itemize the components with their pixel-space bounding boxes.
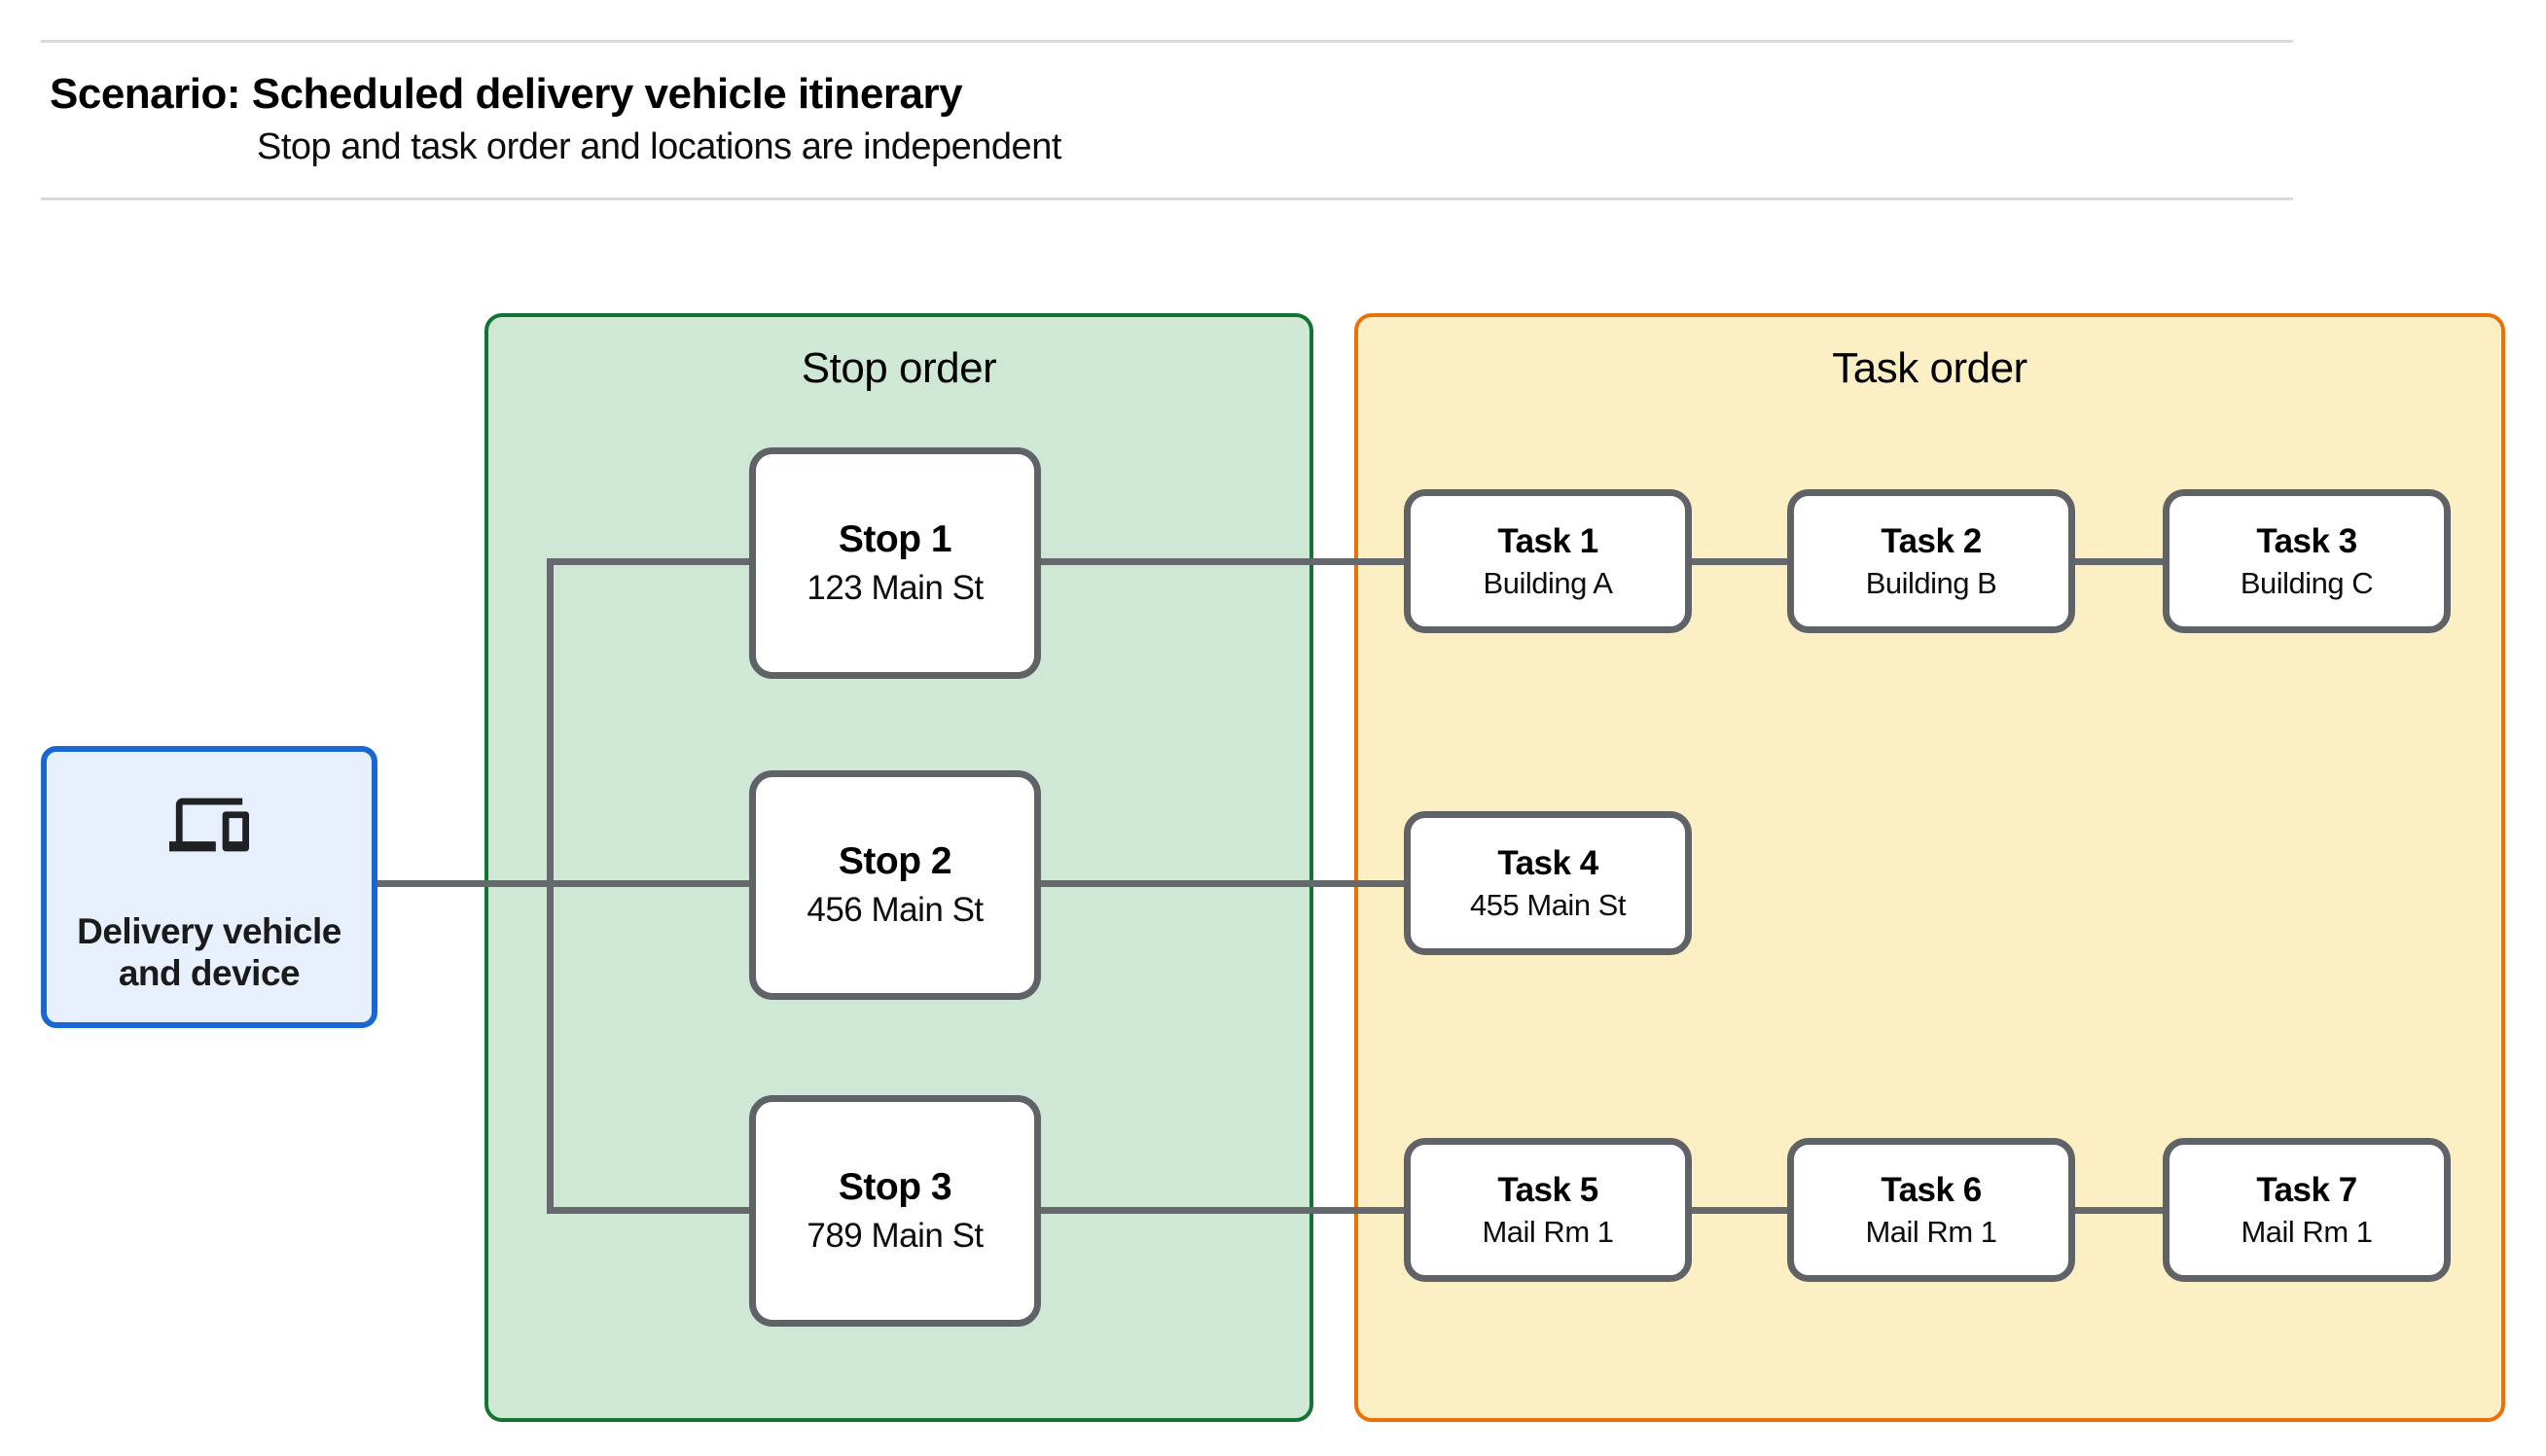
stop-node-3: Stop 3 789 Main St [749, 1095, 1041, 1327]
task-location: Mail Rm 1 [1482, 1214, 1614, 1249]
task-node-3: Task 3 Building C [2163, 489, 2451, 633]
task-node-4: Task 4 455 Main St [1404, 811, 1692, 955]
page-title: Scenario: Scheduled delivery vehicle iti… [50, 70, 963, 118]
connector-task6-to-task7 [2075, 1207, 2163, 1214]
stop-location: 456 Main St [807, 891, 984, 929]
connector-stop3-to-task5 [1041, 1207, 1404, 1214]
vehicle-node: Delivery vehicle and device [41, 746, 377, 1028]
stop-title: Stop 3 [838, 1166, 952, 1208]
connector-task5-to-task6 [1692, 1207, 1787, 1214]
stop-location: 123 Main St [807, 569, 984, 607]
connector-trunk-to-stop3 [550, 1207, 749, 1214]
task-location: Building B [1865, 565, 1997, 600]
task-node-2: Task 2 Building B [1787, 489, 2075, 633]
task-title: Task 7 [2256, 1170, 2357, 1209]
page-subtitle: Stop and task order and locations are in… [257, 126, 1061, 167]
task-title: Task 6 [1881, 1170, 1982, 1209]
connector-task1-to-task2 [1692, 558, 1787, 565]
task-node-1: Task 1 Building A [1404, 489, 1692, 633]
connector-trunk-vertical [547, 558, 554, 1214]
devices-icon [169, 798, 249, 852]
task-order-panel-title: Task order [1832, 344, 2027, 392]
task-location: Mail Rm 1 [1865, 1214, 1997, 1249]
connector-trunk-to-stop1 [550, 558, 749, 565]
task-location: Building C [2240, 565, 2374, 600]
task-title: Task 3 [2256, 521, 2357, 560]
task-location: 455 Main St [1470, 887, 1626, 922]
stop-location: 789 Main St [807, 1217, 984, 1255]
header-top-divider [41, 40, 2293, 43]
task-node-5: Task 5 Mail Rm 1 [1404, 1138, 1692, 1282]
task-title: Task 2 [1881, 521, 1982, 560]
task-title: Task 5 [1497, 1170, 1598, 1209]
vehicle-node-label: Delivery vehicle and device [77, 911, 341, 993]
stop-order-panel-title: Stop order [801, 344, 997, 392]
connector-stop1-to-task1 [1041, 558, 1404, 565]
stop-node-2: Stop 2 456 Main St [749, 770, 1041, 1000]
task-node-6: Task 6 Mail Rm 1 [1787, 1138, 2075, 1282]
connector-stop2-to-task4 [1041, 880, 1404, 887]
stop-node-1: Stop 1 123 Main St [749, 447, 1041, 679]
task-location: Mail Rm 1 [2241, 1214, 2373, 1249]
stop-title: Stop 2 [838, 840, 952, 882]
task-node-7: Task 7 Mail Rm 1 [2163, 1138, 2451, 1282]
connector-vehicle-to-stop2 [377, 880, 749, 887]
task-title: Task 4 [1497, 843, 1598, 882]
task-location: Building A [1483, 565, 1613, 600]
stop-title: Stop 1 [838, 518, 952, 560]
task-title: Task 1 [1497, 521, 1598, 560]
connector-task2-to-task3 [2075, 558, 2163, 565]
header-bottom-divider [41, 197, 2293, 200]
